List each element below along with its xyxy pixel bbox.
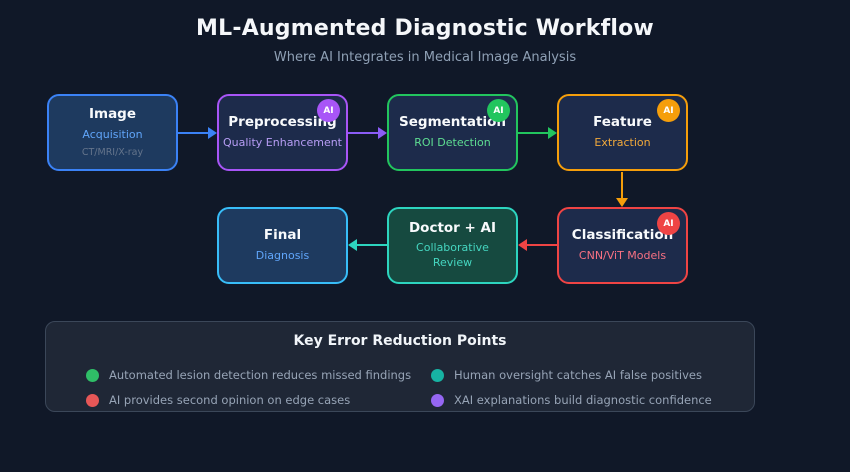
node-subtitle: Quality Enhancement [223,135,342,149]
arrow-image-to-preprocessing [178,127,217,139]
panel-title: Key Error Reduction Points [293,333,507,349]
legend-item-second-opinion: AI provides second opinion on edge cases [86,393,431,407]
legend-item-human-oversight: Human oversight catches AI false positiv… [431,368,754,382]
node-final-diagnosis: Final Diagnosis [217,207,348,284]
node-subtitle: Collaborative Review [416,241,489,269]
legend-text: Human oversight catches AI false positiv… [454,368,702,382]
node-title: Classification [571,227,674,244]
key-points-panel: Key Error Reduction Points Automated les… [45,321,755,412]
node-image-acquisition: Image Acquisition CT/MRI/X-ray [47,94,178,171]
node-title: Doctor + AI [408,219,497,236]
legend-item-lesion-detection: Automated lesion detection reduces misse… [86,368,431,382]
legend-text: XAI explanations build diagnostic confid… [454,393,712,407]
node-subtitle: Extraction [594,135,651,149]
ai-badge: AI [657,212,680,235]
node-subtitle: CNN/ViT Models [578,248,667,262]
node-segmentation: AI Segmentation ROI Detection [387,94,518,171]
node-doctor-ai: Doctor + AI Collaborative Review [387,207,518,284]
arrow-segmentation-to-feature [518,127,557,139]
node-subtitle: Acquisition [82,127,143,141]
green-dot-icon [86,368,99,382]
node-classification: AI Classification CNN/ViT Models [557,207,688,284]
page-subtitle: Where AI Integrates in Medical Image Ana… [273,50,577,65]
arrow-feature-to-classification [616,172,628,207]
ai-badge: AI [487,99,510,122]
node-title: Final [263,227,302,244]
ai-badge: AI [317,99,340,122]
node-title: Feature [593,114,652,131]
teal-dot-icon [431,368,444,382]
arrow-preprocessing-to-segmentation [348,127,387,139]
node-preprocessing: AI Preprocessing Quality Enhancement [217,94,348,171]
node-title: Preprocessing [228,114,337,131]
arrow-classification-to-doctor [518,239,557,251]
legend-text: AI provides second opinion on edge cases [109,393,351,407]
node-subtitle: ROI Detection [414,135,491,149]
ai-badge: AI [657,99,680,122]
legend-text: Automated lesion detection reduces misse… [109,368,412,382]
node-note: CT/MRI/X-ray [81,146,144,158]
node-feature-extraction: AI Feature Extraction [557,94,688,171]
node-title: Segmentation [399,114,506,131]
node-title: Image [88,106,137,123]
node-subtitle: Diagnosis [255,248,310,262]
page-title: ML-Augmented Diagnostic Workflow [196,16,654,41]
legend-item-xai-explanations: XAI explanations build diagnostic confid… [431,393,754,407]
red-dot-icon [86,393,99,407]
purple-dot-icon [431,393,444,407]
key-points-legend: Automated lesion detection reduces misse… [86,368,754,407]
arrow-doctor-to-final [348,239,387,251]
